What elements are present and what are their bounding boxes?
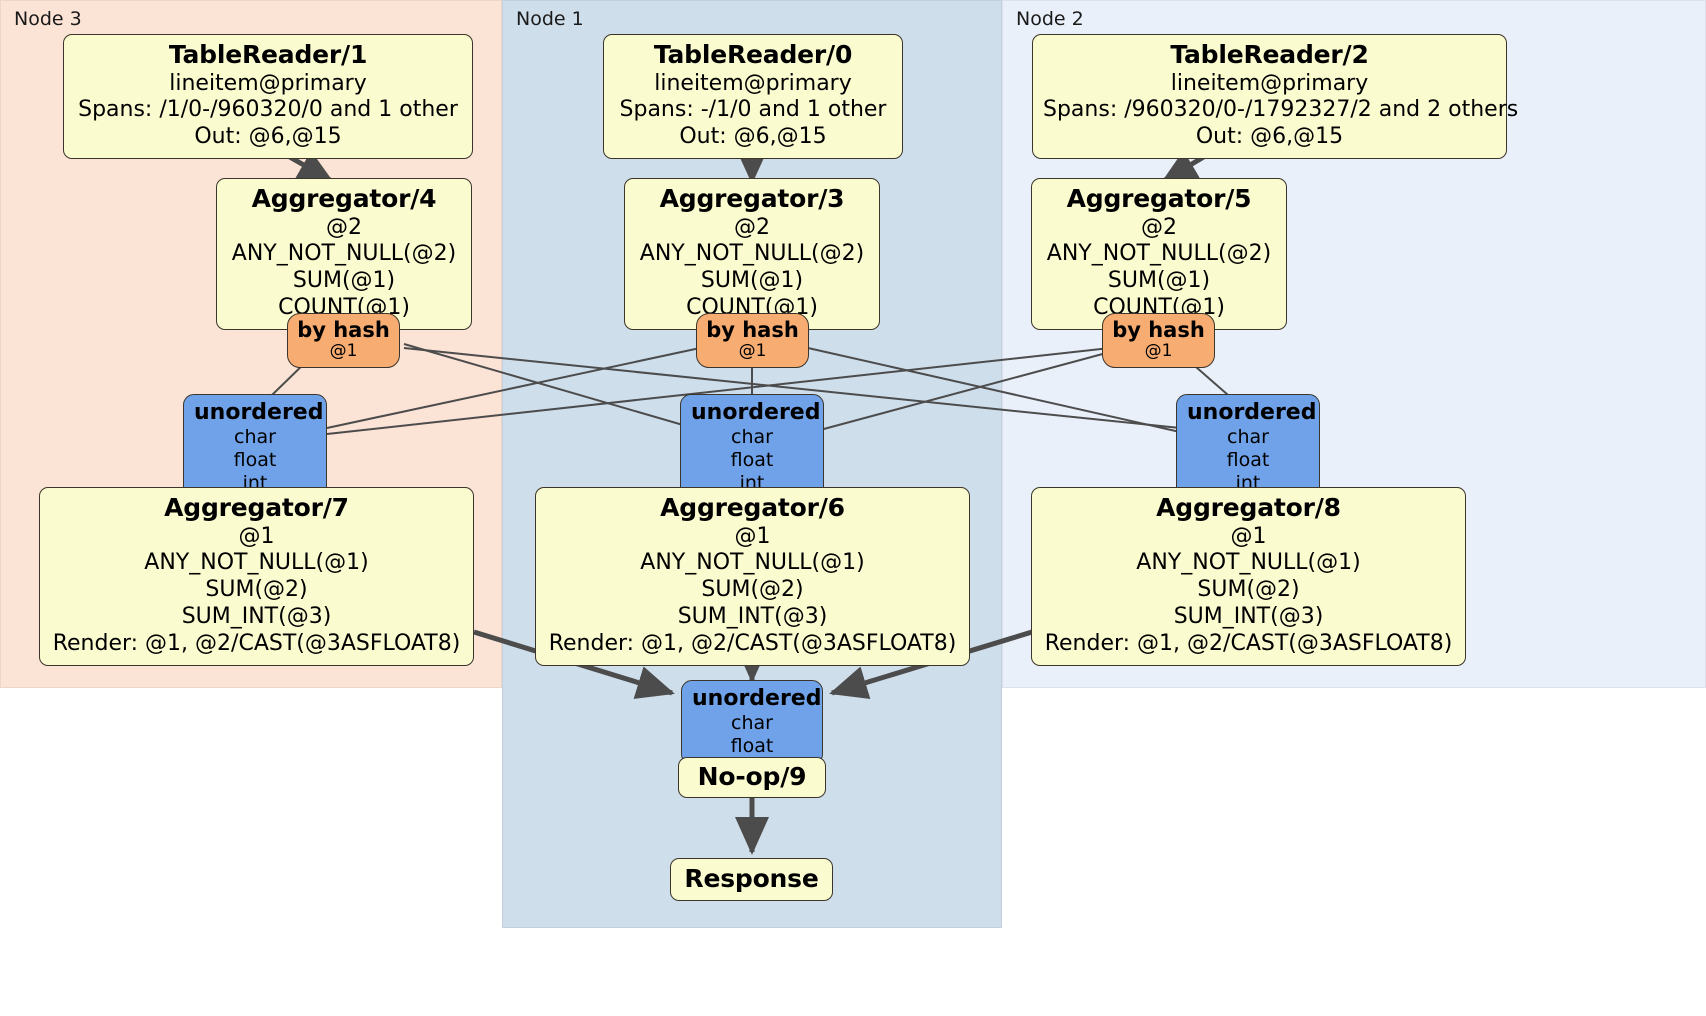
processor-detail-line: SUM(@1) (1107, 268, 1211, 294)
region-label-node-2: Node 2 (1016, 8, 1084, 30)
synchronizer-type-line: char (1227, 426, 1269, 449)
processor-detail-line: SUM(@2) (701, 577, 804, 603)
synchronizer-type-line: char (234, 426, 276, 449)
processor-detail-line: @2 (734, 214, 770, 240)
processor-title: Aggregator/5 (1066, 184, 1252, 213)
synchronizer-type-line: float (233, 449, 277, 472)
processor-detail-line: ANY_NOT_NULL(@1) (640, 550, 865, 576)
processor-aggregator-6[interactable]: Aggregator/6 @1 ANY_NOT_NULL(@1) SUM(@2)… (535, 487, 970, 666)
processor-title: Aggregator/4 (251, 184, 437, 213)
processor-detail-line: lineitem@primary (169, 70, 367, 96)
processor-render-line: Render: @1, @2/CAST(@3ASFLOAT8) (1044, 630, 1453, 656)
processor-detail-line: SUM(@2) (205, 577, 308, 603)
processor-aggregator-5[interactable]: Aggregator/5 @2 ANY_NOT_NULL(@2) SUM(@1)… (1031, 178, 1287, 330)
processor-response[interactable]: Response (670, 858, 833, 901)
processor-detail-line: SUM_INT(@3) (677, 603, 828, 629)
router-title: by hash (1112, 318, 1205, 342)
router-title: by hash (297, 318, 390, 342)
synchronizer-title: unordered (1187, 400, 1317, 425)
synchronizer-type-line: float (730, 735, 774, 758)
processor-render-line: Render: @1, @2/CAST(@3ASFLOAT8) (52, 630, 461, 656)
processor-detail-line: Spans: -/1/0 and 1 other (619, 97, 887, 123)
processor-tablereader-1[interactable]: TableReader/1 lineitem@primary Spans: /1… (63, 34, 473, 159)
router-detail-line: @1 (329, 341, 358, 362)
processor-detail-line: SUM_INT(@3) (1173, 603, 1324, 629)
router-title: by hash (706, 318, 799, 342)
processor-detail-line: @1 (238, 523, 275, 549)
router-detail-line: @1 (1144, 341, 1173, 362)
router-by-hash-node-2[interactable]: by hash @1 (1102, 313, 1215, 369)
synchronizer-unordered-node-3[interactable]: unordered char float int (183, 394, 327, 502)
processor-detail-line: ANY_NOT_NULL(@2) (1046, 241, 1272, 267)
processor-aggregator-4[interactable]: Aggregator/4 @2 ANY_NOT_NULL(@2) SUM(@1)… (216, 178, 472, 330)
processor-detail-line: SUM_INT(@3) (181, 603, 332, 629)
processor-title: TableReader/0 (653, 40, 853, 69)
processor-detail-line: ANY_NOT_NULL(@2) (639, 241, 865, 267)
router-by-hash-node-1[interactable]: by hash @1 (696, 313, 809, 369)
synchronizer-type-line: char (731, 712, 773, 735)
processor-detail-line: lineitem@primary (654, 70, 852, 96)
synchronizer-type-line: char (731, 426, 773, 449)
processor-detail-line: Spans: /960320/0-/1792327/2 and 2 others (1043, 97, 1519, 123)
processor-detail-line: Out: @6,@15 (679, 124, 827, 150)
synchronizer-type-line: float (1226, 449, 1270, 472)
processor-detail-line: SUM(@2) (1197, 577, 1300, 603)
processor-detail-line: ANY_NOT_NULL(@1) (1136, 550, 1361, 576)
processor-noop-9[interactable]: No-op/9 (678, 757, 826, 798)
processor-title: Aggregator/7 (164, 493, 349, 522)
processor-detail-line: @1 (734, 523, 771, 549)
synchronizer-type-line: float (730, 449, 774, 472)
processor-detail-line: lineitem@primary (1170, 70, 1369, 96)
synchronizer-title: unordered (692, 686, 822, 711)
processor-title: No-op/9 (697, 762, 807, 791)
processor-detail-line: SUM(@1) (700, 268, 804, 294)
processor-render-line: Render: @1, @2/CAST(@3ASFLOAT8) (548, 630, 957, 656)
processor-title: Aggregator/8 (1156, 493, 1341, 522)
region-label-node-1: Node 1 (516, 8, 584, 30)
processor-detail-line: ANY_NOT_NULL(@2) (231, 241, 457, 267)
processor-tablereader-2[interactable]: TableReader/2 lineitem@primary Spans: /9… (1032, 34, 1519, 159)
processor-detail-line: @1 (1230, 523, 1267, 549)
processor-detail-line: @2 (1141, 214, 1177, 240)
synchronizer-title: unordered (691, 400, 821, 425)
processor-title: Response (684, 864, 819, 893)
processor-detail-line: @2 (326, 214, 362, 240)
processor-detail-line: Out: @6,@15 (1195, 124, 1344, 150)
processor-tablereader-0[interactable]: TableReader/0 lineitem@primary Spans: -/… (603, 34, 903, 159)
processor-title: TableReader/1 (168, 40, 368, 69)
router-detail-line: @1 (738, 341, 767, 362)
processor-aggregator-3[interactable]: Aggregator/3 @2 ANY_NOT_NULL(@2) SUM(@1)… (624, 178, 880, 330)
processor-aggregator-8[interactable]: Aggregator/8 @1 ANY_NOT_NULL(@1) SUM(@2)… (1031, 487, 1466, 666)
synchronizer-title: unordered (194, 400, 324, 425)
processor-aggregator-7[interactable]: Aggregator/7 @1 ANY_NOT_NULL(@1) SUM(@2)… (39, 487, 474, 666)
synchronizer-unordered-final[interactable]: unordered char float (681, 680, 823, 765)
processor-title: Aggregator/6 (660, 493, 845, 522)
processor-detail-line: ANY_NOT_NULL(@1) (144, 550, 369, 576)
processor-title: TableReader/2 (1170, 40, 1369, 69)
processor-detail-line: SUM(@1) (292, 268, 396, 294)
processor-detail-line: Spans: /1/0-/960320/0 and 1 other (78, 97, 458, 123)
synchronizer-unordered-node-1[interactable]: unordered char float int (680, 394, 824, 502)
region-label-node-3: Node 3 (14, 8, 82, 30)
router-by-hash-node-3[interactable]: by hash @1 (287, 313, 400, 369)
processor-detail-line: Out: @6,@15 (194, 124, 342, 150)
processor-title: Aggregator/3 (659, 184, 845, 213)
synchronizer-unordered-node-2[interactable]: unordered char float int (1176, 394, 1320, 502)
